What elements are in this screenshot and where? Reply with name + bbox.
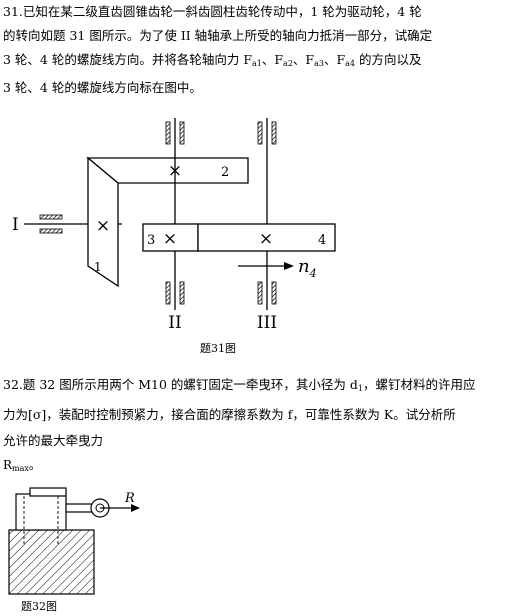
label-force-R: R — [124, 491, 135, 506]
bevel-gear-1 — [87, 156, 119, 288]
bearing-I — [39, 214, 63, 234]
text-segment: ，螺钉材料的许用应 — [362, 377, 476, 392]
helical-gear-3 — [142, 223, 199, 252]
bearing-III-bottom — [257, 281, 277, 305]
ring-bracket-step — [29, 487, 67, 497]
text-segment: 。 — [28, 458, 41, 472]
subscript-fa3: a3 — [314, 59, 324, 68]
figure-32-pulling-ring: R — [8, 487, 140, 595]
bearing-II-bottom — [165, 281, 185, 305]
problem-32-text: 32.题 32 图所示用两个 M10 的螺钉固定一牵曳环，其小径为 d1，螺钉材… — [3, 372, 511, 454]
text-segment: 3 轮、4 轮的螺旋线方向。并将各轮轴向力 F — [3, 52, 252, 67]
helical-gear-4 — [197, 223, 336, 252]
label-shaft-I: I — [12, 215, 19, 235]
problem-31-line-3: 3 轮、4 轮的螺旋线方向。并将各轮轴向力 Fa1、Fa2、Fa3、Fa4 的方… — [3, 48, 511, 76]
text-segment: 、F — [323, 52, 346, 67]
bearing-III-top — [257, 121, 277, 145]
text-segment: R — [3, 458, 13, 472]
text-segment: 32.题 32 图所示用两个 M10 的螺钉固定一牵曳环，其小径为 d — [3, 377, 358, 392]
text-segment: 、F — [292, 52, 315, 67]
subscript-d1: 1 — [357, 384, 363, 393]
subscript-fa2: a2 — [283, 59, 293, 68]
label-gear-4: 4 — [318, 233, 326, 248]
label-shaft-III: III — [257, 313, 277, 333]
problem-31-line-4: 3 轮、4 轮的螺旋线方向标在图中。 — [3, 80, 202, 95]
label-n4: n4 — [298, 256, 317, 280]
text-segment: 的方向以及 — [355, 52, 422, 67]
arrow-head-icon — [131, 504, 140, 512]
problem-32-line-2: 力为[σ]，装配时控制预紧力，接合面的摩擦系数为 f，可靠性系数为 K。试分析所 — [3, 407, 456, 422]
label-gear-1: 1 — [94, 260, 102, 274]
problem-32-line-1: 32.题 32 图所示用两个 M10 的螺钉固定一牵曳环，其小径为 d1，螺钉材… — [3, 372, 511, 402]
label-gear-2: 2 — [221, 165, 229, 180]
cross-mark-gear-4: × — [259, 229, 273, 249]
arrow-head-icon — [284, 262, 294, 270]
label-shaft-II: II — [168, 313, 181, 333]
subscript-fa1: a1 — [252, 59, 262, 68]
ring-neck — [65, 503, 95, 513]
figure-31-gear-diagram: × × × × I 1 2 3 4 II III n4 — [12, 118, 336, 333]
figure-32-caption: 题32图 — [21, 600, 57, 613]
problem-32-line-3: 允许的最大牵曳力 — [3, 433, 104, 448]
figure-31-caption: 题31图 — [200, 342, 236, 355]
problem-31-text: 31.已知在某二级直齿圆锥齿轮一斜齿圆柱齿轮传动中，1 轮为驱动轮，4 轮 的转… — [3, 0, 511, 100]
subscript-max: max — [12, 464, 29, 473]
bearing-II-top — [165, 121, 185, 145]
problem-31-line-1: 31.已知在某二级直齿圆锥齿轮一斜齿圆柱齿轮传动中，1 轮为驱动轮，4 轮 — [3, 4, 422, 19]
cross-mark-gear-1: × — [96, 216, 110, 236]
cross-mark-gear-3: × — [163, 229, 177, 249]
cross-mark-gear-2: × — [168, 161, 182, 181]
label-gear-3: 3 — [147, 233, 155, 248]
problem-31-line-2: 的转向如题 31 图所示。为了使 II 轴轴承上所受的轴向力抵消一部分，试确定 — [3, 28, 433, 43]
ring-bracket — [15, 493, 67, 531]
base-block — [8, 529, 95, 595]
r-max-label: Rmax。 — [3, 455, 511, 479]
text-segment: 、F — [261, 52, 284, 67]
subscript-fa4: a4 — [345, 59, 355, 68]
